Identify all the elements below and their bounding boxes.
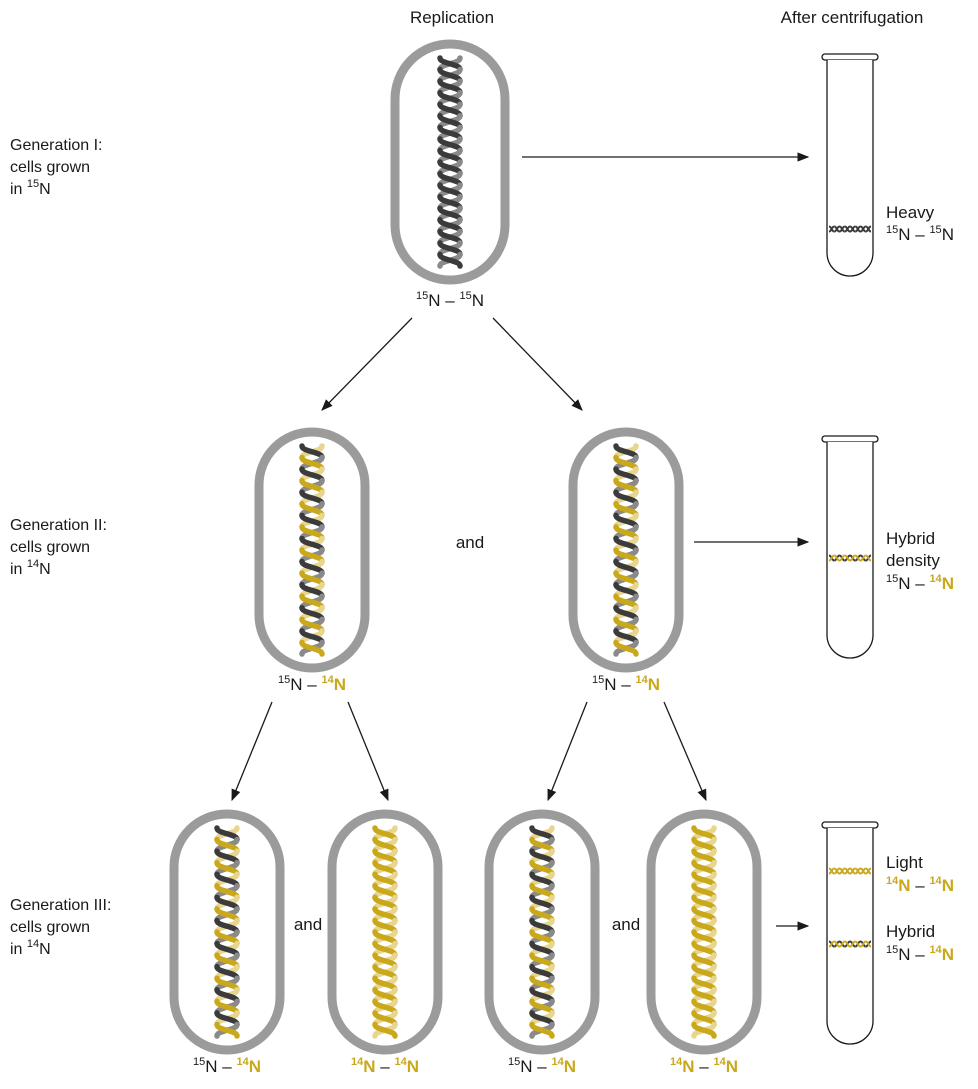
cells (169, 39, 762, 1055)
centrifuge-tube-3 (821, 821, 879, 1045)
header-after-centrifugation: After centrifugation (781, 8, 924, 27)
cell-gen3-d (646, 809, 762, 1055)
cell-gen3-c (484, 809, 600, 1055)
dna-helix (437, 55, 463, 269)
dna-band (828, 225, 872, 233)
svg-text:Hybrid: Hybrid (886, 529, 935, 548)
cell-gen1 (390, 39, 510, 285)
and-label-gen3-right: and (612, 915, 640, 934)
svg-text:Hybrid: Hybrid (886, 922, 935, 941)
dna-helix (691, 825, 717, 1039)
svg-text:14N – 14N: 14N – 14N (351, 1056, 419, 1076)
generation-label-1: Generation I: cells grown in 15N (10, 137, 103, 198)
arrow-gen1-to-gen2-a (321, 317, 413, 411)
svg-text:15N – 14N: 15N – 14N (592, 674, 660, 694)
dna-band (828, 940, 872, 948)
arrow-gen2a-to-gen3-b (347, 701, 389, 802)
dna-helix (613, 443, 639, 657)
cell-capsule (646, 809, 762, 1055)
cell-capsule (390, 39, 510, 285)
cell-capsule (327, 809, 443, 1055)
header-replication: Replication (410, 8, 494, 27)
cell-label-gen3-b: 14N – 14N (351, 1056, 419, 1076)
svg-text:Light: Light (886, 853, 923, 872)
tube-label-hybrid: Hybrid 15N – 14N (886, 922, 954, 964)
svg-text:cells grown: cells grown (10, 919, 90, 936)
svg-text:cells grown: cells grown (10, 159, 90, 176)
svg-text:in 14N: in 14N (10, 558, 51, 578)
cell-label-gen2-a: 15N – 14N (278, 674, 346, 694)
centrifuge-tubes (821, 53, 879, 1045)
centrifuge-tube-1 (821, 53, 879, 277)
cell-label-gen3-a: 15N – 14N (193, 1056, 261, 1076)
dna-helix (372, 825, 398, 1039)
generation-label-2: Generation II: cells grown in 14N (10, 517, 107, 578)
arrow-gen2b-to-gen3-d (663, 701, 707, 802)
cell-capsule (484, 809, 600, 1055)
cell-gen3-a (169, 809, 285, 1055)
arrows (231, 152, 810, 931)
cell-label-gen3-d: 14N – 14N (670, 1056, 738, 1076)
svg-text:15N – 14N: 15N – 14N (886, 944, 954, 964)
dna-helix (529, 825, 555, 1039)
cell-capsule (568, 427, 684, 673)
generation-label-3: Generation III: cells grown in 14N (10, 897, 111, 958)
and-label-gen3-left: and (294, 915, 322, 934)
svg-text:14N – 14N: 14N – 14N (670, 1056, 738, 1076)
cell-capsule (169, 809, 285, 1055)
svg-text:15N – 14N: 15N – 14N (193, 1056, 261, 1076)
dna-band (828, 554, 872, 562)
svg-text:Generation II:: Generation II: (10, 517, 107, 534)
arrow-gen2b-to-gen3-c (547, 701, 588, 802)
svg-text:density: density (886, 551, 940, 570)
svg-text:15N – 14N: 15N – 14N (886, 573, 954, 593)
cell-label-gen3-c: 15N – 14N (508, 1056, 576, 1076)
tube-label-hybrid-density: Hybrid density 15N – 14N (886, 529, 954, 593)
svg-text:in 14N: in 14N (10, 938, 51, 958)
svg-text:14N – 14N: 14N – 14N (886, 875, 954, 895)
centrifuge-tube-2 (821, 435, 879, 659)
cell-gen2-a (254, 427, 370, 673)
svg-text:15N – 14N: 15N – 14N (508, 1056, 576, 1076)
svg-text:15N – 15N: 15N – 15N (416, 290, 484, 310)
svg-text:in 15N: in 15N (10, 178, 51, 198)
arrow-gen1-to-gen2-b (492, 317, 583, 411)
cell-gen2-b (568, 427, 684, 673)
tube-label-heavy: Heavy 15N – 15N (886, 203, 954, 244)
cell-gen3-b (327, 809, 443, 1055)
tube-label-light: Light 14N – 14N (886, 853, 954, 895)
svg-text:Generation III:: Generation III: (10, 897, 111, 914)
dna-helix (214, 825, 240, 1039)
dna-band (828, 867, 872, 875)
cell-capsule (254, 427, 370, 673)
arrow-gen2a-to-gen3-a (231, 701, 273, 802)
dna-helix (299, 443, 325, 657)
svg-text:Heavy: Heavy (886, 203, 935, 222)
and-label-gen2: and (456, 533, 484, 552)
cell-label-gen1: 15N – 15N (416, 290, 484, 310)
svg-text:15N – 15N: 15N – 15N (886, 224, 954, 244)
cell-label-gen2-b: 15N – 14N (592, 674, 660, 694)
svg-text:15N – 14N: 15N – 14N (278, 674, 346, 694)
svg-text:cells grown: cells grown (10, 539, 90, 556)
svg-text:Generation I:: Generation I: (10, 137, 103, 154)
